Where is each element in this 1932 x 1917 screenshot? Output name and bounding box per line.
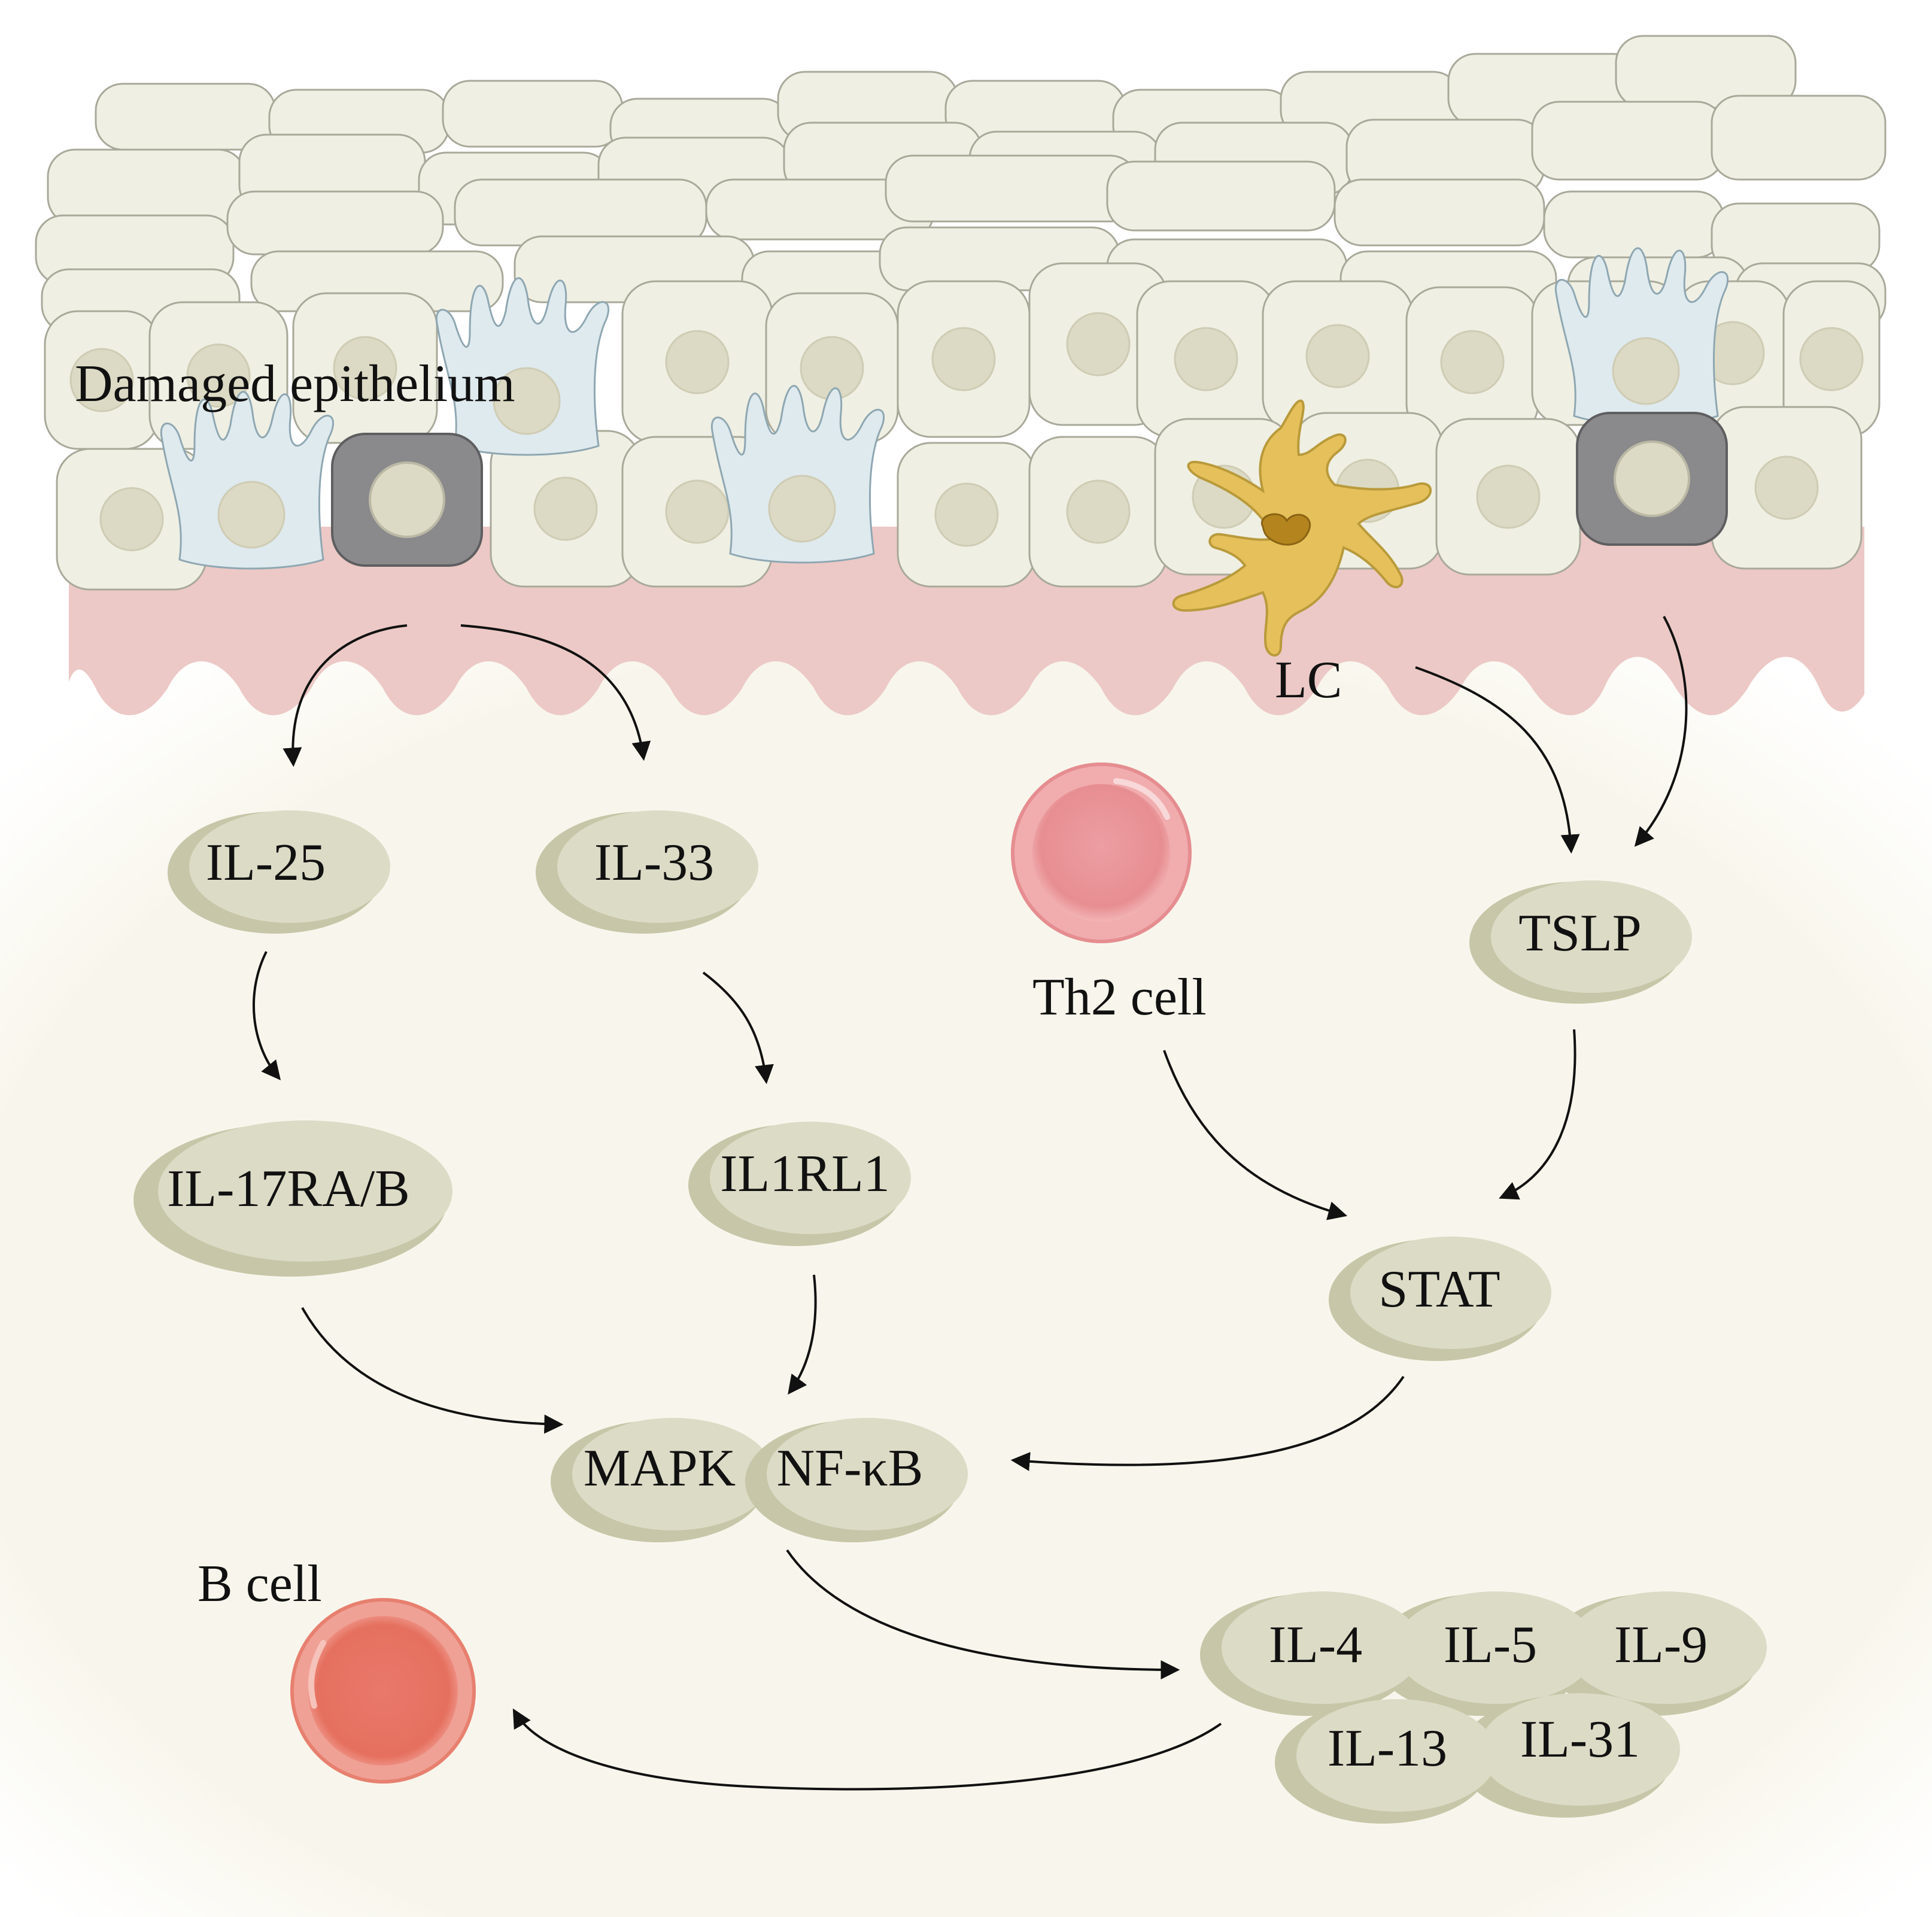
node-il25-label: IL-25 [206,834,326,892]
node-stat: STAT [1329,1237,1551,1361]
node-tslp-label: TSLP [1518,904,1641,962]
nucleus [333,336,397,400]
keratinocyte [1333,178,1545,247]
node-il13: IL-13 [1275,1699,1497,1824]
keratinocyte [1106,160,1336,232]
epidermis [35,35,1887,591]
nucleus [934,482,999,547]
node-nfkb-label: NF-κB [777,1439,924,1497]
node-stat-label: STAT [1378,1260,1500,1318]
keratinocyte [226,190,444,256]
arrow-lc-to-tslp [1415,666,1580,854]
nucleus [1476,464,1541,529]
node-mapk: MAPK [551,1418,773,1542]
node-il25: IL-25 [168,810,390,934]
arrow-nfkb-to-cytokines [786,1549,1180,1679]
keratinocyte [442,80,624,148]
apoptotic-cell [1576,412,1728,546]
arrows [253,616,1688,1791]
arrow-stat-to-nfkb [1010,1375,1405,1471]
nucleus [665,330,730,394]
node-tslp: TSLP [1469,880,1692,1004]
arrow-epithelium-to-tslp [1634,616,1688,847]
nucleus [1440,330,1505,394]
b-cell-icon [290,1598,476,1784]
nucleus [1305,324,1370,388]
melanocyte [710,385,885,564]
arrow-il25-to-il17rab [253,951,281,1080]
nucleus [931,327,996,391]
node-il13-label: IL-13 [1328,1719,1447,1778]
melanocyte [1554,247,1729,426]
node-nfkb: NF-κB [745,1418,968,1542]
keratinocyte [95,83,277,151]
nodes: IL-25 IL-33 TSLP IL-17RA/B IL1RL1 STAT [133,810,1767,1824]
arrow-epithelium-to-il25 [282,624,408,767]
node-il33: IL-33 [536,810,758,934]
node-il4-label: IL-4 [1269,1616,1362,1674]
node-il9-label: IL-9 [1614,1616,1708,1674]
keratinocyte [1711,95,1887,181]
th2-cell-label: Th2 cell [1032,968,1207,1026]
arrow-il33-to-il1rl1 [702,971,774,1084]
node-il31-label: IL-31 [1520,1711,1640,1769]
nucleus [186,344,251,408]
nucleus [99,487,164,551]
nucleus [1066,479,1131,544]
nucleus [69,348,134,412]
node-il17rab-label: IL-17RA/B [167,1160,410,1218]
keratinocyte [1531,101,1725,181]
keratinocyte [885,154,1138,223]
arrow-il1rl1-to-mapk [788,1274,817,1395]
node-il4: IL-4 [1200,1591,1423,1716]
lc-label: LC [1275,651,1342,709]
node-mapk-label: MAPK [584,1439,736,1497]
node-il1rl1: IL1RL1 [688,1122,911,1246]
arrow-cytokines-to-b-cell [512,1708,1222,1791]
keratinocyte [1543,190,1725,259]
nucleus [1066,312,1131,376]
nucleus [1754,455,1819,520]
node-il1rl1-label: IL1RL1 [720,1145,890,1203]
melanocyte [160,391,335,570]
node-il9: IL-9 [1544,1591,1767,1716]
melanocyte [435,277,610,456]
nucleus [1174,327,1238,391]
th2-cell-icon [1011,762,1192,943]
node-il33-label: IL-33 [594,834,714,892]
arrow-tslp-to-stat [1499,1029,1576,1200]
damaged-epithelium-label: Damaged epithelium [75,355,515,413]
arrow-epithelium-to-il33 [460,624,651,761]
node-il31: IL-31 [1457,1693,1680,1818]
b-cell-label: B cell [198,1555,322,1613]
keratinocyte [47,148,247,226]
arrow-th2-to-stat [1163,1050,1348,1220]
node-il17rab: IL-17RA/B [133,1120,452,1277]
langerhans-cell [1172,399,1432,657]
node-il5-label: IL-5 [1444,1616,1537,1674]
nucleus [1799,327,1864,391]
apoptotic-cell [331,433,483,567]
nucleus [665,479,730,544]
nucleus [533,476,598,541]
arrow-il17rab-to-mapk [301,1307,564,1434]
special-cells [160,247,1729,657]
node-il5: IL-5 [1374,1591,1596,1716]
